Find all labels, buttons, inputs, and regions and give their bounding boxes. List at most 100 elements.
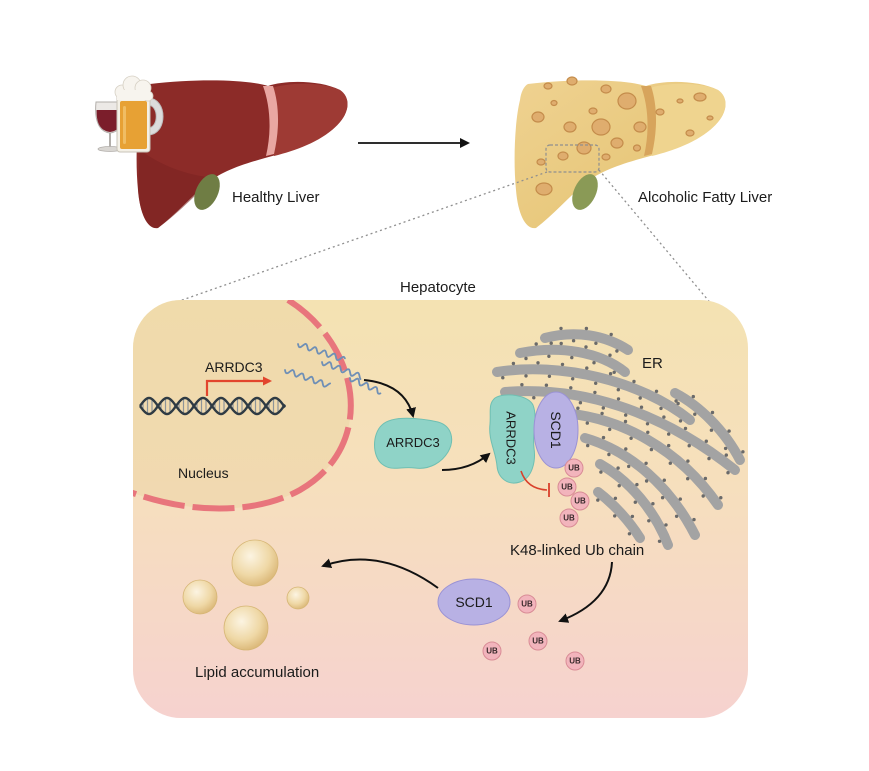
er-ribosome-dot xyxy=(547,354,551,358)
k48-chain-label: K48-linked Ub chain xyxy=(510,542,644,559)
er-ribosome-dot xyxy=(741,450,745,454)
er-ribosome-dot xyxy=(570,355,574,360)
ub-label: UB xyxy=(563,514,575,523)
er-ribosome-dot xyxy=(544,383,549,387)
fat-spot xyxy=(600,84,612,94)
ub-label: UB xyxy=(561,483,573,492)
transcription-arrow xyxy=(205,376,272,396)
fat-spot xyxy=(706,115,714,121)
fatty-gallbladder xyxy=(572,174,598,210)
fat-spot xyxy=(693,92,707,102)
er-cisterna xyxy=(555,408,723,510)
er-ribosome-dot xyxy=(645,422,650,426)
er-ribosome-dot xyxy=(578,401,583,405)
er-cisterna xyxy=(540,329,633,355)
er-ribosome-dot xyxy=(623,419,628,424)
er-ribosome-dot xyxy=(644,479,649,483)
er-ribosome-dot xyxy=(571,339,576,343)
er-ribosome-dot xyxy=(657,539,662,543)
fat-spot xyxy=(617,92,637,110)
ubiquitin: UB xyxy=(528,631,548,651)
er-ribosome-dot xyxy=(586,443,590,448)
fat-spot xyxy=(563,121,577,133)
er-ribosome-dot xyxy=(616,397,621,401)
dna-strand xyxy=(139,396,286,416)
er-ribosome-dot xyxy=(724,453,728,457)
nucleus-label: Nucleus xyxy=(178,465,229,481)
er-ribosome-dot xyxy=(624,447,628,451)
fat-spot xyxy=(550,99,558,107)
fatty-liver xyxy=(514,76,726,229)
er-ribosome-dot xyxy=(560,362,565,367)
fat-spot xyxy=(601,153,611,161)
er-ribosome-dot xyxy=(536,361,540,365)
zoom-connector-left xyxy=(167,171,548,306)
er-ribosome-dot xyxy=(593,390,597,395)
ubiquitin: UB xyxy=(564,458,584,478)
er-ribosome-dot xyxy=(678,497,682,501)
healthy-liver-right-lobe xyxy=(272,83,348,156)
fat-spot xyxy=(676,98,684,104)
er-ribosome-dot xyxy=(707,456,711,461)
er-ribosome-dot xyxy=(662,415,666,419)
er-ribosome-dot xyxy=(693,412,697,416)
er-ribosome-dot xyxy=(627,464,631,469)
er-ribosome-dot xyxy=(599,470,603,474)
ubiquitin-chain-bound: UB UB UB UB xyxy=(557,458,590,528)
ubiquitin: UB xyxy=(482,641,502,661)
mrna-strand xyxy=(321,361,362,380)
er-ribosome-dot xyxy=(576,406,580,410)
fat-spot xyxy=(685,129,695,137)
er-ribosome-dot xyxy=(692,517,696,522)
fatty-falciform-ligament xyxy=(641,86,657,156)
nucleus xyxy=(133,300,354,512)
ub-label: UB xyxy=(574,497,586,506)
er-ribosome-dot xyxy=(660,496,665,500)
ub-label: UB xyxy=(486,647,498,656)
er-ribosome-dot xyxy=(524,374,528,378)
er-ribosome-dot xyxy=(646,430,650,434)
er-ribosome-dot xyxy=(632,379,636,384)
er-ribosome-dot xyxy=(627,532,632,536)
er-ribosome-dot xyxy=(686,477,690,481)
er-ribosome-dot xyxy=(678,419,683,423)
hepatocyte-label: Hepatocyte xyxy=(400,279,476,296)
er-ribosome-dot xyxy=(601,406,605,410)
lipid-droplet xyxy=(223,605,269,651)
er-ribosome-dot xyxy=(607,452,611,457)
er-ribosome-dot xyxy=(719,496,723,500)
endoplasmic-reticulum xyxy=(492,326,745,550)
arrdc3-bound-blob xyxy=(489,394,536,484)
er-ribosome-dot xyxy=(592,361,596,365)
fat-spot xyxy=(610,137,624,149)
fatty-liver-right-lobe xyxy=(650,83,726,156)
er-ribosome-dot xyxy=(633,500,637,504)
er-ribosome-dot xyxy=(704,439,708,443)
ubiquitin: UB xyxy=(565,651,585,671)
er-ribosome-dot xyxy=(703,476,708,481)
er-ribosome-dot xyxy=(559,341,563,346)
fat-spot xyxy=(576,141,592,155)
fat-spot xyxy=(543,82,553,90)
fat-spot xyxy=(566,76,578,86)
inhibition-symbol xyxy=(520,470,550,497)
ub-label: UB xyxy=(569,657,581,666)
arrdc3-bound-label: ARRDC3 xyxy=(504,411,519,464)
er-ribosome-dot xyxy=(654,389,659,393)
fat-spot xyxy=(535,182,553,196)
er-ribosome-dot xyxy=(651,502,655,506)
er-ribosome-dot xyxy=(613,496,618,500)
er-ribosome-dot xyxy=(667,432,671,436)
er-ribosome-dot xyxy=(668,461,672,465)
gene-label: ARRDC3 xyxy=(205,359,263,375)
lipid-droplet xyxy=(231,539,279,587)
er-ribosome-dot xyxy=(585,366,589,370)
hepatocyte-cell: ARRDC3 Nucleus ER ARRDC3 ARRDC3 xyxy=(133,300,748,718)
er-ribosome-dot xyxy=(571,377,575,381)
er-cisterna xyxy=(595,459,673,550)
er-ribosome-dot xyxy=(520,383,524,387)
er-ribosome-dot xyxy=(662,478,666,482)
er-ribosome-dot xyxy=(635,482,639,487)
